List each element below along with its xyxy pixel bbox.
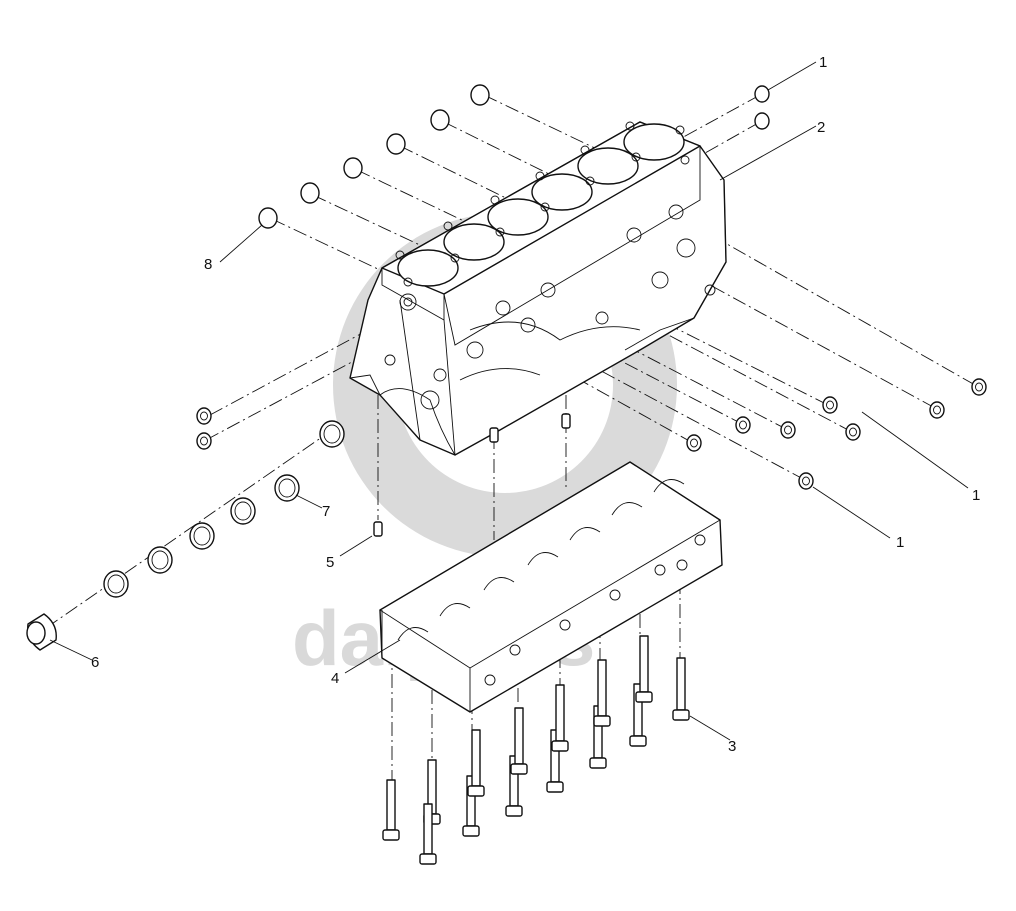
- side-plug: [929, 401, 945, 419]
- camshaft-bushing-front: [26, 613, 57, 651]
- camshaft-bushing: [230, 497, 256, 525]
- side-plugs: [196, 378, 987, 490]
- camshaft-bushings: [26, 420, 345, 651]
- side-plug: [845, 423, 861, 441]
- alignment-lines: [45, 94, 976, 780]
- bedplate-bolt: [510, 707, 528, 775]
- bedplate-holes: [484, 534, 706, 686]
- callout-2: 2: [817, 119, 825, 136]
- callout-5: 5: [326, 554, 334, 571]
- bedplate-bolts: [382, 635, 690, 865]
- side-plug: [196, 407, 212, 425]
- side-plug: [686, 434, 702, 452]
- block-side-features: [384, 204, 716, 410]
- bedplate-bolt: [419, 803, 437, 865]
- bedplate-bolt: [551, 684, 569, 752]
- camshaft-bushing: [147, 546, 173, 574]
- dowel-pins: [373, 413, 571, 537]
- side-plug: [780, 421, 796, 439]
- dowel-pin: [373, 521, 383, 537]
- dowel-pin: [561, 413, 571, 429]
- side-plug: [822, 396, 838, 414]
- callout-4: 4: [331, 670, 339, 687]
- bedplate-bolt: [505, 755, 523, 817]
- callout-6: 6: [91, 654, 99, 671]
- dowel-pin: [489, 427, 499, 443]
- callouts: 1 2 8 1 1 7 5 6 4 3: [91, 54, 980, 755]
- camshaft-bushing: [103, 570, 129, 598]
- leader-lines: [49, 61, 969, 741]
- cylinder-block: [349, 121, 727, 456]
- callout-3: 3: [728, 738, 736, 755]
- callout-1-right: 1: [972, 487, 980, 504]
- cylinder-bores: [397, 123, 685, 287]
- expansion-plug: [430, 109, 450, 131]
- bedplate-bolt: [462, 775, 480, 837]
- camshaft-bushing: [319, 420, 345, 448]
- bedplate: [379, 461, 723, 713]
- block-bolt-holes: [395, 121, 690, 287]
- bedplate-bolt: [629, 683, 647, 747]
- side-plug: [735, 416, 751, 434]
- bedplate-bolt: [546, 729, 564, 793]
- side-plug: [798, 472, 814, 490]
- bedplate-bolt: [635, 635, 653, 703]
- callout-7: 7: [322, 503, 330, 520]
- expansion-plug: [343, 157, 363, 179]
- expansion-plug: [300, 182, 320, 204]
- camshaft-bushing: [274, 474, 300, 502]
- bedplate-bolt: [467, 729, 485, 797]
- expansion-plug: [754, 85, 770, 103]
- expansion-plugs-top: [258, 84, 770, 229]
- bedplate-bolt: [593, 659, 611, 727]
- camshaft-bushing: [189, 522, 215, 550]
- expansion-plug: [386, 133, 406, 155]
- side-plug: [971, 378, 987, 396]
- bedplate-bolt: [382, 779, 400, 841]
- expansion-plug: [470, 84, 490, 106]
- callout-1-top: 1: [819, 54, 827, 71]
- callout-8: 8: [204, 256, 212, 273]
- callout-1-lower: 1: [896, 534, 904, 551]
- bedplate-bolt: [672, 657, 690, 721]
- side-plug: [196, 432, 212, 450]
- expansion-plug: [754, 112, 770, 130]
- bearing-saddles: [397, 479, 685, 641]
- expansion-plug: [258, 207, 278, 229]
